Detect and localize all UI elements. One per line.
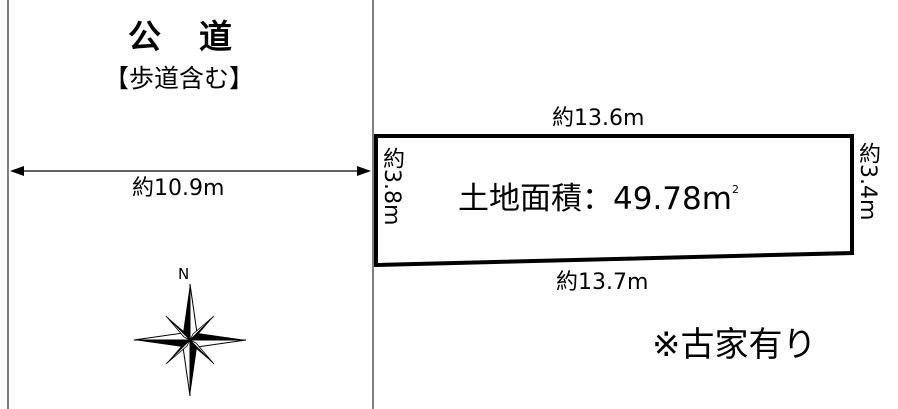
road-width-arrow [10, 166, 371, 176]
lot-area-label: 土地面積：49.78m2 [458, 184, 739, 215]
lot-area-unit-sup: 2 [731, 183, 739, 196]
lot-right-edge-label: 約3.4m [855, 142, 880, 221]
lot-left-edge-label: 約3.8m [379, 147, 404, 226]
road-subtitle: 【歩道含む】 [104, 64, 255, 93]
lot-area-text: 土地面積：49.78 [458, 181, 702, 217]
lot-outline [374, 134, 854, 268]
lot-top-edge-label: 約13.6m [552, 106, 645, 131]
lot-bottom-edge-label: 約13.7m [556, 270, 649, 295]
compass-rose-icon [133, 283, 247, 397]
road-width-label: 約10.9m [132, 176, 225, 201]
lot-area-unit: m [701, 181, 732, 217]
old-house-note: ※古家有り [652, 325, 817, 365]
road-title: 公道 [128, 17, 270, 56]
compass-north-label: N [178, 265, 190, 283]
